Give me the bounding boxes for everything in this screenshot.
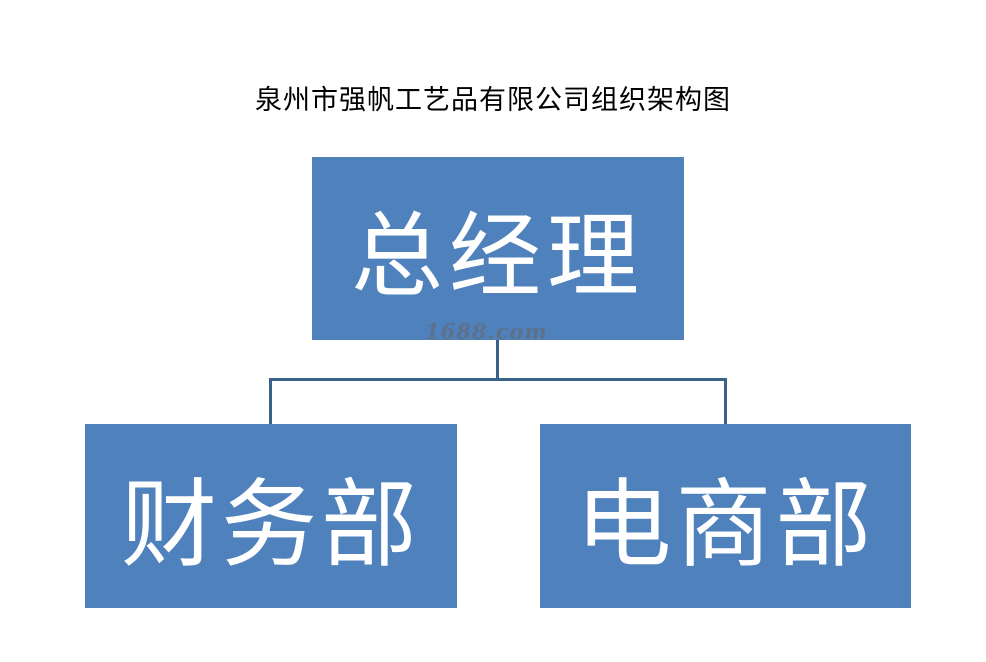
node-ecommerce-dept: 电商部: [540, 424, 911, 608]
connector-right-drop: [724, 378, 727, 424]
connector-root-stem: [496, 340, 499, 380]
node-general-manager-label: 总经理: [350, 203, 645, 310]
chart-title: 泉州市强帆工艺品有限公司组织架构图: [255, 85, 731, 116]
node-finance-dept-label: 财务部: [121, 468, 421, 581]
connector-horizontal-bar: [269, 378, 727, 381]
node-finance-dept: 财务部: [85, 424, 457, 608]
node-ecommerce-dept-label: 电商部: [575, 468, 876, 581]
watermark-text: 1688.com: [425, 319, 548, 344]
node-general-manager: 总经理: [312, 157, 684, 340]
connector-left-drop: [269, 378, 272, 424]
